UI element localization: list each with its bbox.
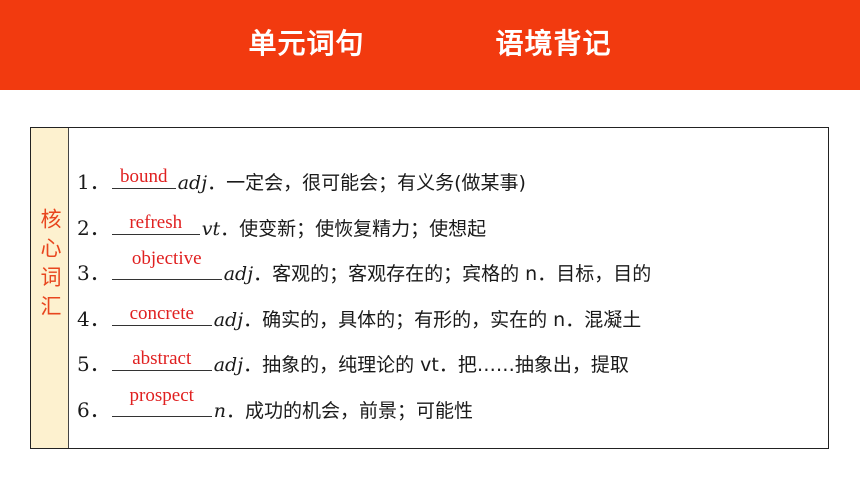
- definition-text: ．抽象的，纯理论的 vt．把……抽象出，提取: [243, 354, 629, 376]
- answer-blank[interactable]: prospect: [111, 385, 212, 417]
- answer-blank[interactable]: objective: [111, 249, 222, 280]
- definition-text: ．使变新；使恢复精力；使想起: [220, 217, 487, 240]
- part-of-speech: adj: [223, 263, 254, 285]
- answer-text: bound: [119, 166, 168, 187]
- part-of-speech: adj: [213, 308, 244, 331]
- header-banner: 单元词句 语境背记: [0, 0, 860, 90]
- list-item: 6． prospect n．成功的机会，前景；可能性: [77, 385, 820, 434]
- answer-blank[interactable]: refresh: [111, 211, 200, 235]
- part-of-speech: adj: [177, 172, 208, 194]
- item-number: 5．: [77, 352, 110, 376]
- item-number: 6．: [77, 397, 110, 422]
- answer-text: prospect: [129, 384, 194, 406]
- sidebar-label: 核心词汇: [38, 208, 62, 324]
- sidebar-strip: 核心词汇: [31, 128, 69, 448]
- part-of-speech: vt: [201, 217, 221, 240]
- definition-text: ．成功的机会，前景；可能性: [225, 399, 473, 422]
- list-item: 5． abstract adj．抽象的，纯理论的 vt．把……抽象出，提取: [77, 342, 820, 388]
- part-of-speech: adj: [213, 354, 244, 376]
- item-number: 2．: [77, 215, 110, 240]
- answer-text: concrete: [129, 302, 194, 324]
- answer-text: objective: [131, 248, 202, 269]
- answer-blank[interactable]: concrete: [111, 302, 212, 326]
- answer-text: abstract: [132, 348, 192, 369]
- list-item: 4． concrete adj．确实的，具体的；有形的，实在的 n．混凝土: [77, 297, 820, 343]
- answer-text: refresh: [129, 211, 183, 233]
- list-item: 1． bound adj．一定会，很可能会；有义务(做某事): [77, 160, 820, 206]
- definition-text: ．确实的，具体的；有形的，实在的 n．混凝土: [243, 308, 642, 331]
- answer-blank[interactable]: abstract: [111, 348, 212, 371]
- page-title: 单元词句 语境背记: [248, 27, 612, 60]
- item-number: 4．: [77, 306, 110, 331]
- list-item: 2． refresh vt．使变新；使恢复精力；使想起: [77, 206, 820, 252]
- definition-text: ．一定会，很可能会；有义务(做某事): [207, 172, 526, 194]
- item-number: 1．: [77, 170, 110, 194]
- definition-text: ．客观的；客观存在的；宾格的 n．目标，目的: [253, 263, 652, 285]
- part-of-speech: n: [213, 399, 226, 422]
- answer-blank[interactable]: bound: [111, 166, 176, 189]
- item-number: 3．: [77, 261, 110, 285]
- list-item: 3． objective adj．客观的；客观存在的；宾格的 n．目标，目的: [77, 249, 820, 297]
